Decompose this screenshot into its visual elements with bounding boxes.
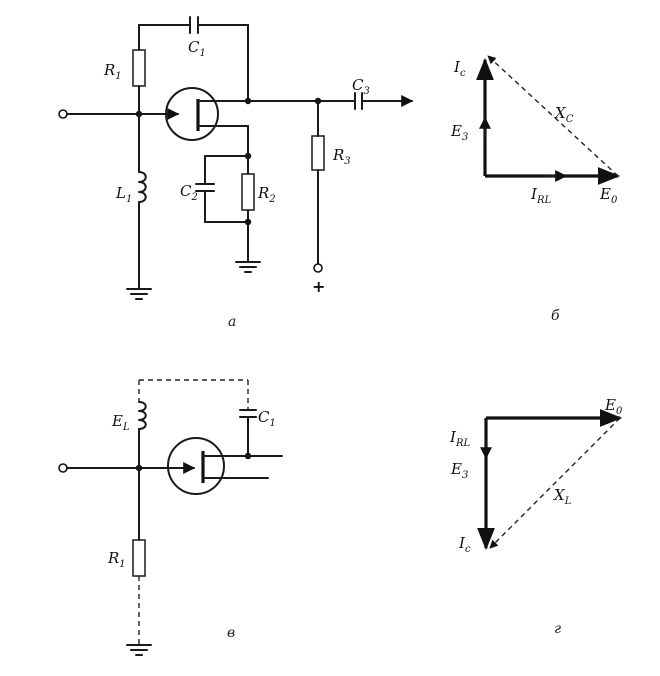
label-e3: E3 xyxy=(450,460,468,481)
label-r1: R1 xyxy=(103,61,122,82)
label-supply: + xyxy=(312,277,325,296)
resistor-r3 xyxy=(311,135,325,171)
label-c1: C1 xyxy=(188,38,206,59)
input-terminal xyxy=(58,463,68,473)
label-e0: E0 xyxy=(599,185,618,206)
caption-v: в xyxy=(227,625,235,641)
caption-b: б xyxy=(551,308,560,324)
label-r3: R3 xyxy=(332,146,351,167)
label-c2: C2 xyxy=(180,182,198,203)
transistor xyxy=(167,437,225,495)
label-ic: Ic xyxy=(458,534,471,555)
label-l1: L1 xyxy=(115,184,132,205)
label-irl: IRL xyxy=(530,185,551,206)
label-r2: R2 xyxy=(257,184,276,205)
panel-v-circuit: EL C1 R1 в xyxy=(58,379,283,656)
inductor-el xyxy=(138,401,147,430)
label-c3: C3 xyxy=(352,76,370,97)
panel-b-phasor: Ic E3 XC IRL E0 б xyxy=(450,55,621,324)
label-xl: XL xyxy=(553,486,572,507)
phasor-xc xyxy=(487,55,619,177)
input-terminal xyxy=(58,109,68,119)
phasor-xl xyxy=(489,417,621,549)
resistor-r2 xyxy=(241,173,255,211)
label-r1: R1 xyxy=(107,549,126,570)
label-ic: Ic xyxy=(453,58,466,79)
panel-g-phasor: E0 IRL E3 XL Ic г xyxy=(449,396,623,637)
inductor-l1 xyxy=(138,171,147,203)
caption-g: г xyxy=(554,621,561,637)
label-e0: E0 xyxy=(604,396,623,417)
label-e3: E3 xyxy=(450,122,468,143)
ground-symbol xyxy=(235,261,261,273)
label-c1: C1 xyxy=(258,408,276,429)
label-el: EL xyxy=(111,412,130,433)
ground-symbol xyxy=(126,644,152,656)
ground-symbol xyxy=(126,288,152,300)
label-xc: XC xyxy=(554,104,574,125)
supply-terminal xyxy=(313,263,323,273)
resistor-r1 xyxy=(132,49,146,87)
caption-a: a xyxy=(228,314,236,330)
panel-a-circuit: R1 C1 L1 C2 R2 R3 C3 + a xyxy=(58,16,414,330)
transistor xyxy=(165,87,219,141)
label-irl: IRL xyxy=(449,428,470,449)
resistor-r1 xyxy=(132,539,146,577)
